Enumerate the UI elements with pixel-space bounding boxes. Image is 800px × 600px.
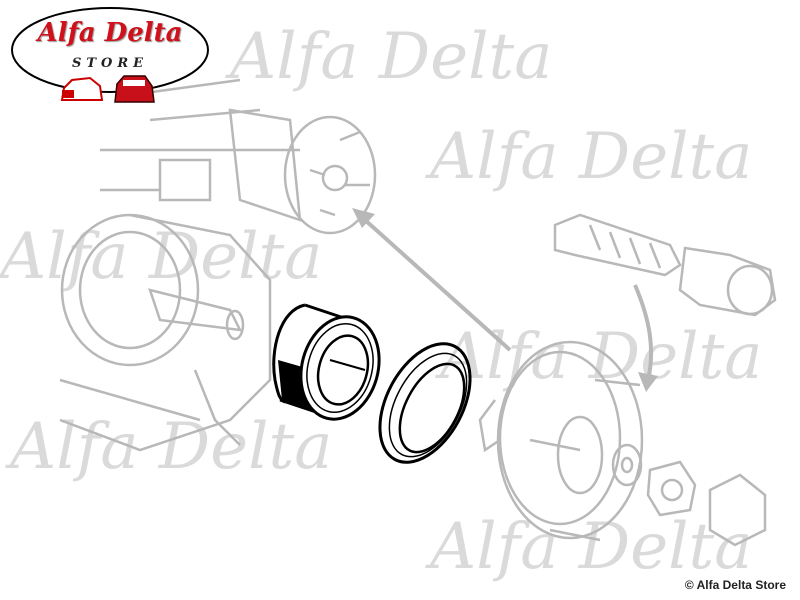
watermark: Alfa Delta — [430, 510, 753, 584]
background-parts — [59, 78, 777, 547]
car-icon — [114, 75, 155, 103]
arrow-head-icon — [352, 208, 375, 228]
differential-assembly — [59, 213, 272, 452]
watermark: Alfa Delta — [230, 20, 553, 94]
wheel-bearing — [272, 303, 381, 421]
watermark: Alfa Delta — [430, 120, 753, 194]
logo-subtitle: STORE — [71, 56, 149, 71]
bearing-seal-ring — [378, 342, 472, 464]
car-icon — [60, 76, 104, 101]
copyright-notice: © Alfa Delta Store — [684, 578, 786, 592]
wheel-hub — [478, 340, 767, 547]
watermark: Alfa Delta — [0, 220, 323, 294]
assembly-arrows — [363, 218, 654, 381]
logo-title[interactable]: Alfa Delta — [37, 18, 183, 48]
arrow-head-icon — [638, 372, 658, 392]
wheel-stud-and-nut — [553, 213, 777, 317]
upper-hub-assembly — [100, 78, 377, 235]
